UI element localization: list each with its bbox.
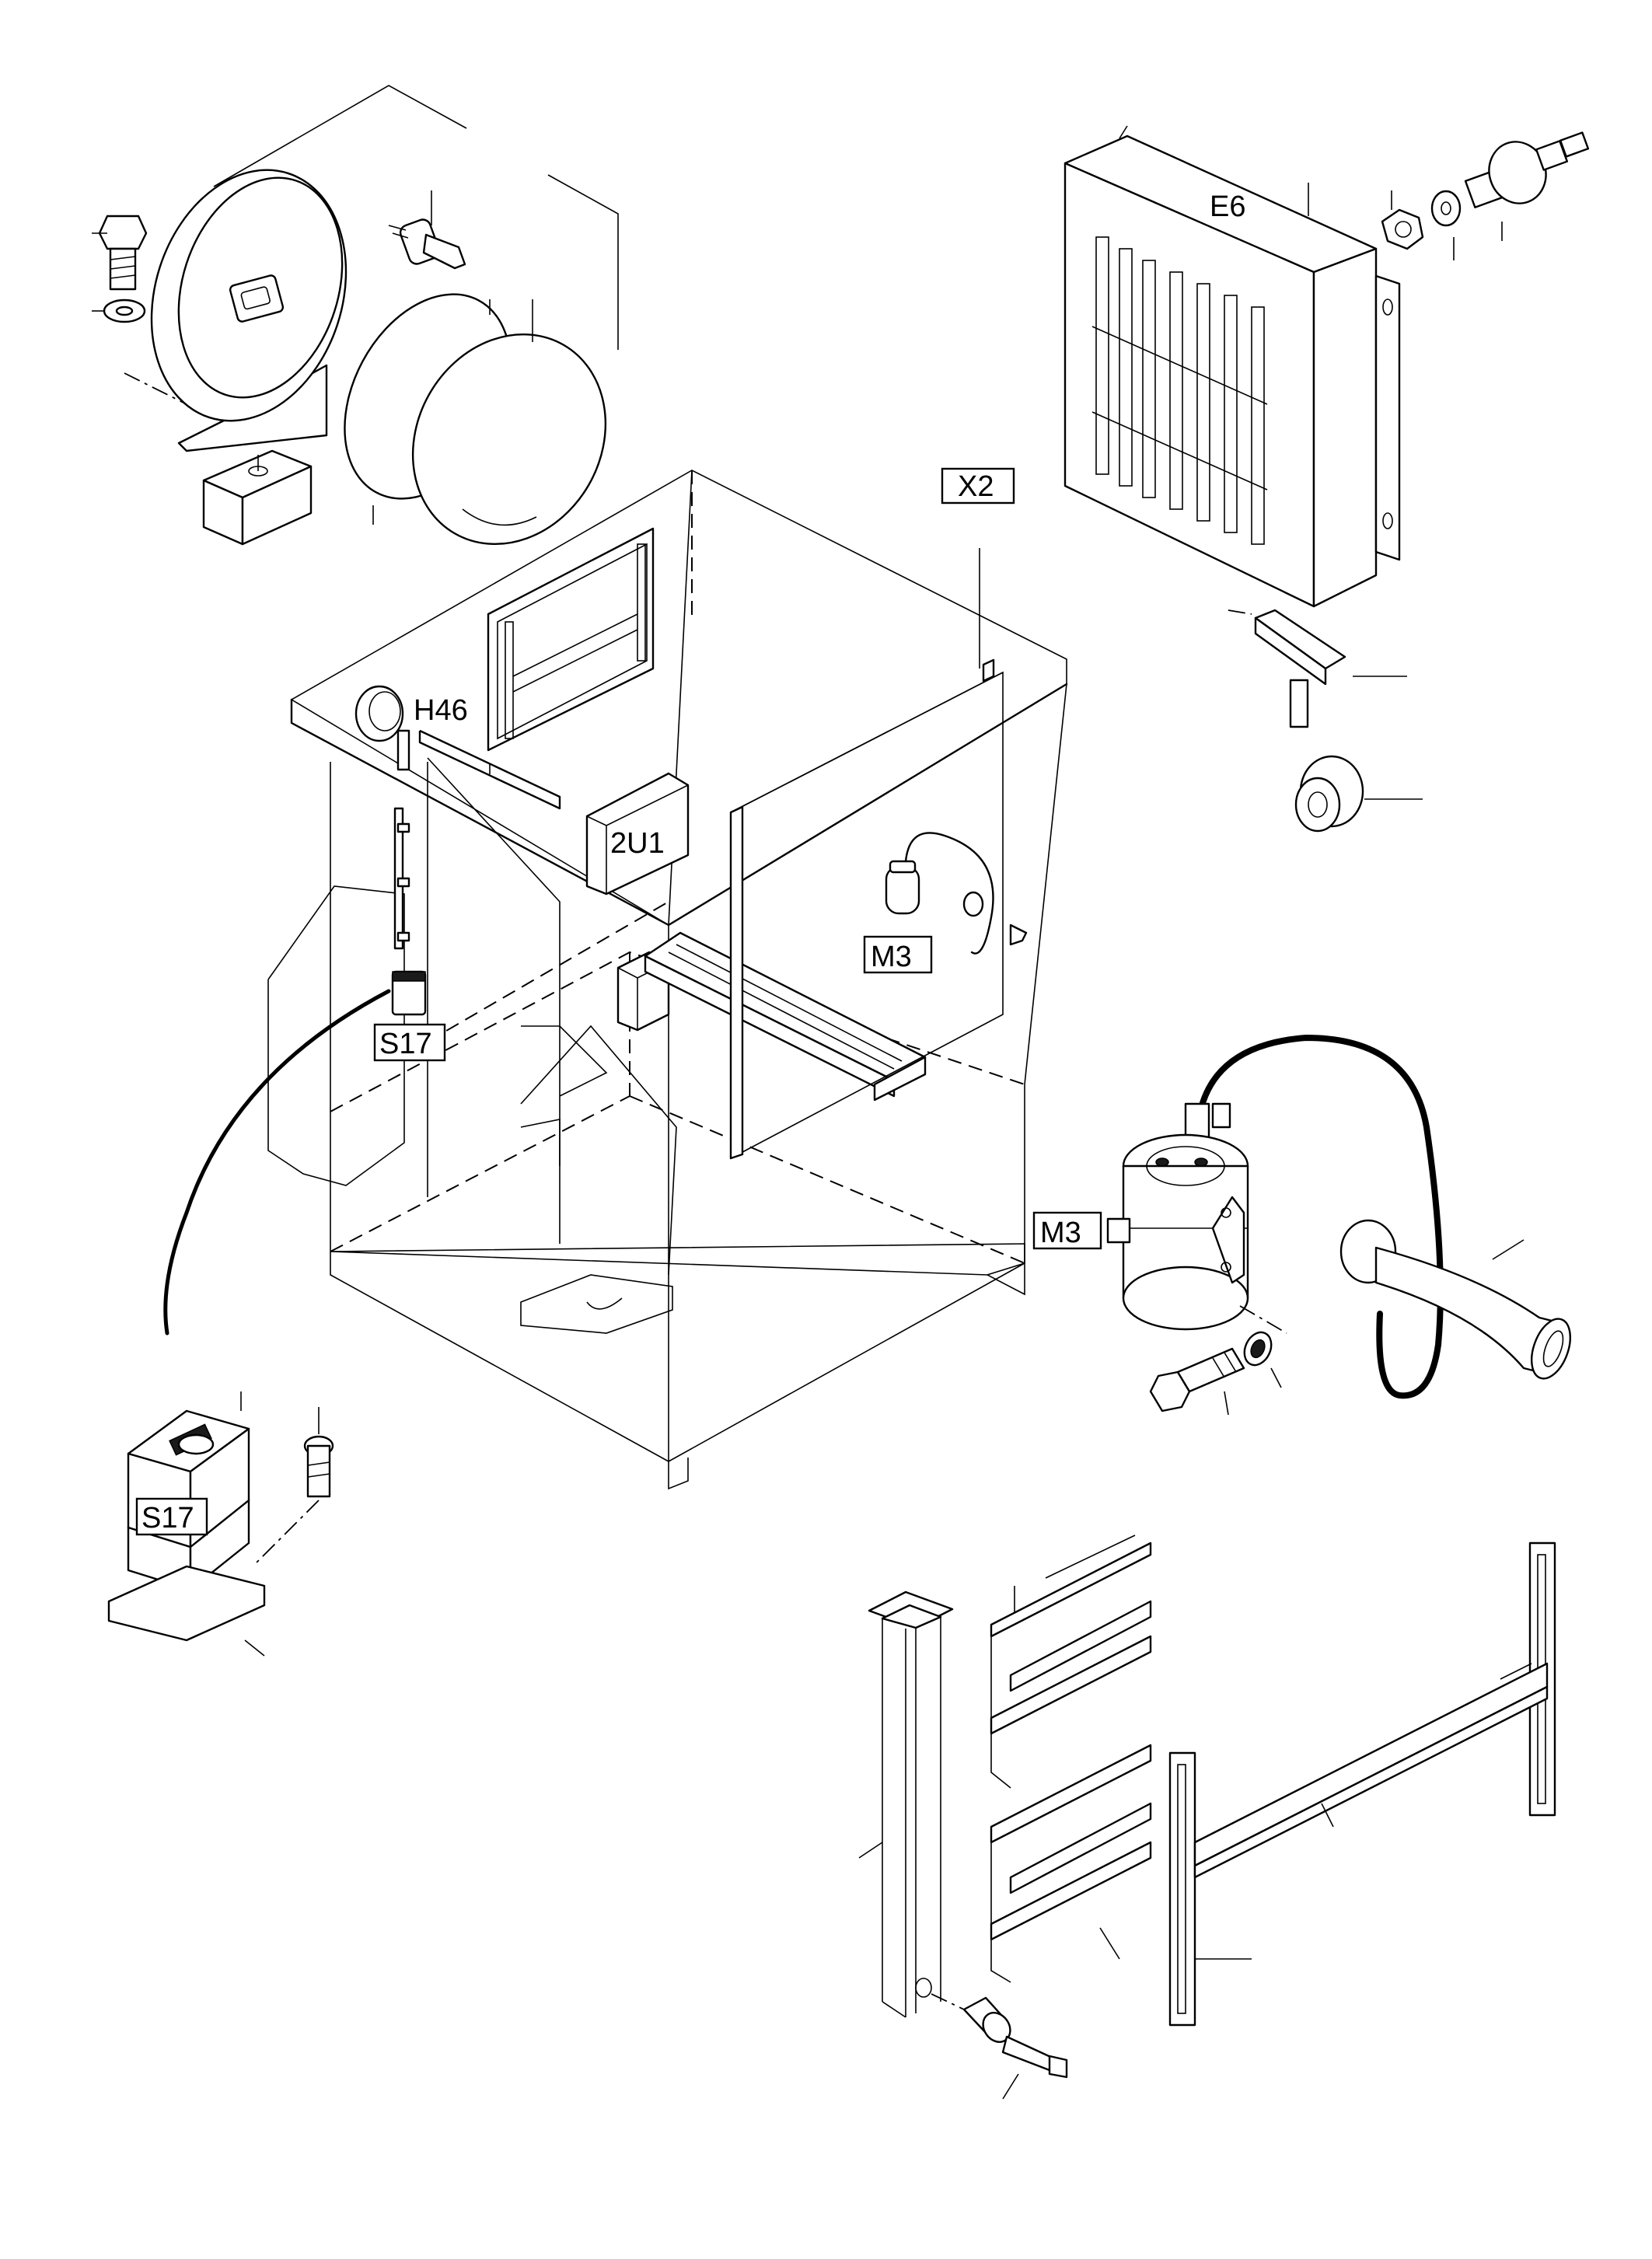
x2-door-panel — [729, 548, 1004, 1160]
label-e6: E6 — [1210, 190, 1245, 223]
m3-compressor-small — [885, 832, 1028, 955]
label-s17-top: S17 — [379, 1028, 432, 1060]
label-m3-mid-box — [1032, 1211, 1102, 1250]
lamp-lens-icon — [411, 299, 607, 546]
label-x2-box — [941, 467, 1015, 505]
lamp-mount-block-icon — [202, 449, 313, 546]
e6-vent-slots — [1091, 236, 1268, 545]
switch-cable — [163, 989, 391, 1335]
label-m3-top-box — [863, 935, 933, 974]
e6-panel-assembly: E6 — [1063, 125, 1401, 608]
terminal-connector-icon — [1228, 609, 1407, 728]
compressor-bolt-icon — [1149, 1347, 1245, 1416]
cable-grommet-icon — [1294, 755, 1423, 833]
m3-compressor-large — [1106, 1035, 1444, 1399]
e6-fastener-set — [1381, 131, 1590, 260]
lamp-housing-icon — [150, 169, 348, 452]
cable-rail-vertical — [393, 807, 410, 950]
label-h46: H46 — [414, 694, 468, 727]
lamp-bolt-icon — [92, 215, 148, 291]
work-lamp-assembly — [92, 85, 619, 546]
label-m3-mid: M3 — [1040, 1217, 1081, 1249]
label-x2: X2 — [958, 470, 994, 503]
back-mounting-plate — [487, 527, 655, 752]
vibration-damper-icon — [1464, 131, 1590, 208]
lamp-washer-icon — [92, 299, 146, 323]
frame-fastener-set — [915, 1978, 1068, 2100]
label-m3-top: M3 — [871, 941, 912, 973]
flat-washer-icon — [1430, 190, 1462, 227]
air-horn-icon — [1339, 1219, 1571, 1380]
hex-nut-icon — [1381, 208, 1424, 250]
label-2u1: 2U1 — [610, 827, 665, 860]
lamp-bulb-icon — [388, 190, 466, 270]
label-s17-bottom: S17 — [141, 1502, 194, 1535]
switch-screw-icon — [256, 1407, 334, 1563]
s17-switch-small — [391, 970, 427, 1016]
h46-lamp: H46 — [354, 685, 561, 810]
label-s17-top-box — [373, 1023, 446, 1062]
frame-profiles — [858, 1535, 1556, 2027]
label-s17-bottom-box — [135, 1497, 208, 1536]
din-rail — [644, 931, 927, 1102]
compressor-washer-icon — [1243, 1331, 1282, 1388]
module-2u1: 2U1 — [585, 772, 690, 896]
